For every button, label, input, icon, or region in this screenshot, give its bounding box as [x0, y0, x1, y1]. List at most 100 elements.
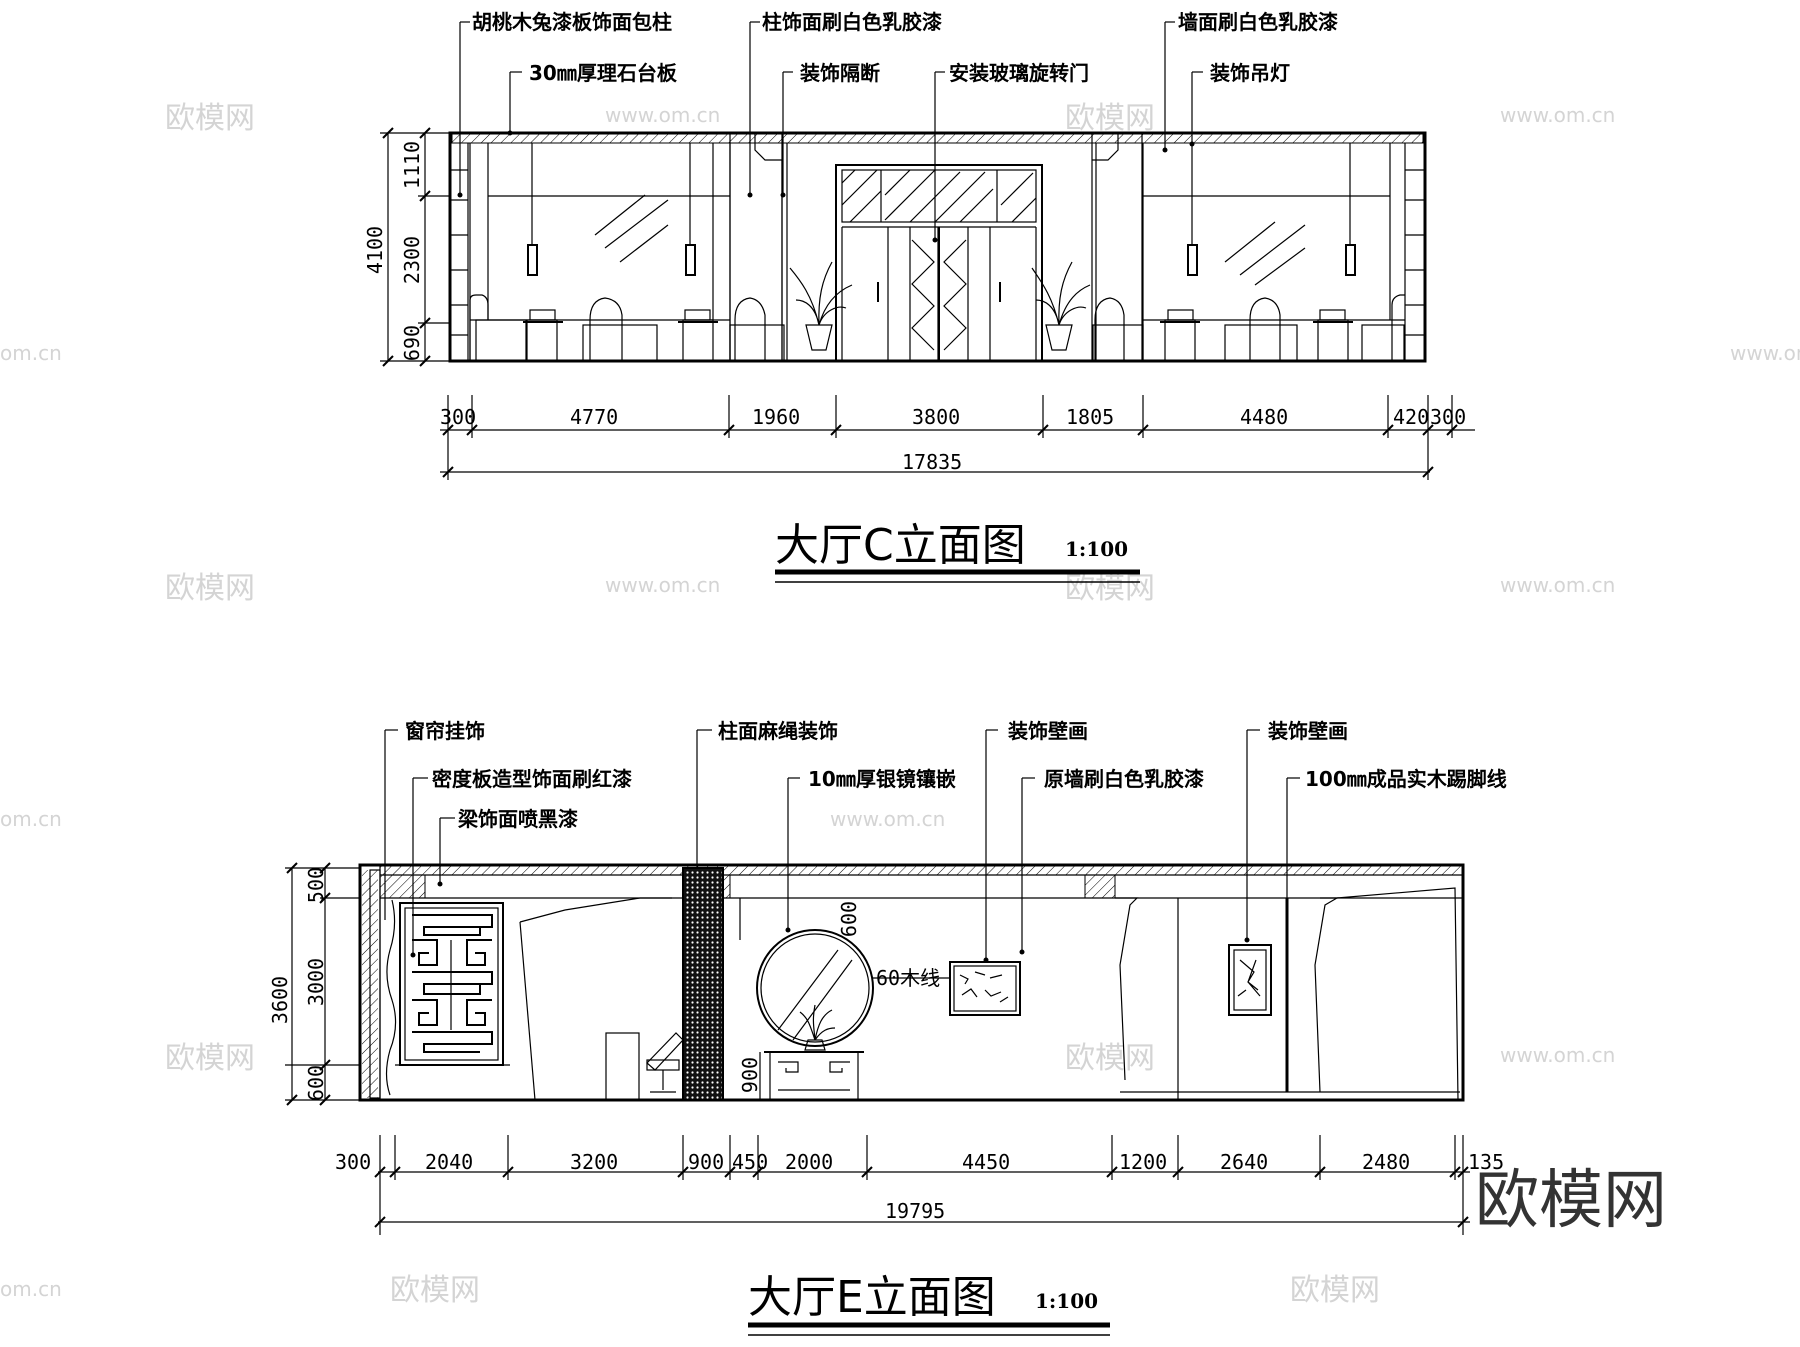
watermark-brand: 欧模网	[1065, 101, 1155, 136]
dim-e-total-height: 3600	[268, 976, 292, 1024]
booth-seating-left	[469, 294, 785, 362]
watermark-url: www.om.cn	[830, 807, 945, 831]
dim-e-table: 900	[738, 1057, 762, 1093]
watermark-url: www.om.cn	[1500, 1043, 1615, 1067]
ceiling-slab-c	[451, 132, 1424, 144]
sloped-panel	[1314, 897, 1340, 1093]
pendant-light-icon	[1345, 143, 1356, 276]
watermark-brand: 欧模网	[1290, 1273, 1380, 1308]
walnut-column-right	[1404, 143, 1425, 361]
mural-left	[949, 961, 1021, 1016]
watermark-brand: 欧模网	[1065, 1041, 1155, 1076]
dim-e-h: 2480	[1362, 1150, 1410, 1174]
annotation-mural: 装饰壁画	[1007, 719, 1088, 743]
revolving-glass-door	[835, 164, 1043, 362]
dim-e-wall: 3000	[304, 958, 328, 1006]
annotation-silver-mirror: 10㎜厚银镜镶嵌	[808, 767, 956, 791]
beam-hatch	[1084, 874, 1116, 899]
dim-e-h: 450	[732, 1150, 768, 1174]
annotation-beam-black: 梁饰面喷黑漆	[457, 807, 578, 831]
pendant-light-icon	[1187, 143, 1198, 276]
dim-c-h: 300	[1430, 405, 1466, 429]
annotation-wall-white: 原墙刷白色乳胶漆	[1044, 767, 1204, 791]
watermark-brand: 欧模网	[165, 1041, 255, 1076]
dim-e-h: 2040	[425, 1150, 473, 1174]
annotation-marble-counter: 30㎜厚理石台板	[529, 61, 678, 85]
column-partition-right	[1091, 132, 1143, 362]
round-mirror	[756, 929, 874, 1047]
watermark-url: www.om.cn	[605, 103, 720, 127]
brand-logo: 欧模网	[1475, 1164, 1667, 1238]
annotation-walnut-column: 胡桃木兔漆板饰面包柱	[472, 10, 672, 34]
dim-e-h: 135	[1468, 1150, 1504, 1174]
annotation-rope-column: 柱面麻绳装饰	[718, 719, 838, 743]
watermark-url: www.om.cn	[1500, 573, 1615, 597]
elevation-c: 胡桃木兔漆板饰面包柱 30㎜厚理石台板 柱饰面刷白色乳胶漆 装饰隔断 安装玻璃旋…	[363, 10, 1475, 583]
ceiling-slab-e	[379, 864, 1464, 876]
mural-right	[1228, 944, 1272, 1016]
dim-e-total: 19795	[885, 1199, 945, 1223]
dim-e-h: 2640	[1220, 1150, 1268, 1174]
vertical-dims-c	[380, 127, 450, 367]
annotation-partition: 装饰隔断	[799, 61, 880, 85]
sloped-panel	[519, 897, 672, 923]
watermark-brand: 欧模网	[390, 1273, 480, 1308]
walnut-column-left	[450, 143, 469, 361]
annotation-pendant-light: 装饰吊灯	[1209, 61, 1290, 85]
dim-c-base: 690	[400, 325, 424, 361]
vertical-dims-e	[285, 862, 761, 1106]
watermark-url: om.cn	[0, 807, 62, 831]
dim-e-h: 1200	[1119, 1150, 1167, 1174]
drawing-e-title: 大厅E立面图	[748, 1272, 996, 1323]
dim-e-beam: 500	[304, 867, 328, 903]
watermark-url: om.cn	[0, 1277, 62, 1301]
dim-c-total-height: 4100	[363, 226, 387, 274]
beam-hatch	[379, 874, 426, 899]
dim-c-total: 17835	[902, 450, 962, 474]
annotation-column-paint: 柱饰面刷白色乳胶漆	[762, 10, 942, 34]
dim-e-h: 3200	[570, 1150, 618, 1174]
dim-e-mirror-top: 600	[837, 901, 861, 937]
dim-c-h: 1960	[752, 405, 800, 429]
annotation-revolving-door: 安装玻璃旋转门	[949, 61, 1089, 85]
dim-e-h: 900	[688, 1150, 724, 1174]
horizontal-dims-c	[440, 395, 1475, 480]
elevation-e: 窗帘挂饰 密度板造型饰面刷红漆 梁饰面喷黑漆 柱面麻绳装饰 10㎜厚银镜镶嵌 装…	[268, 719, 1507, 1336]
dim-c-h: 3800	[912, 405, 960, 429]
dim-c-h: 300	[440, 405, 476, 429]
annotation-skirting: 100㎜成品实木踢脚线	[1305, 767, 1507, 791]
dim-e-h: 4450	[962, 1150, 1010, 1174]
drawing-c-title: 大厅C立面图	[775, 520, 1026, 571]
dim-e-h: 300	[335, 1150, 371, 1174]
console-table	[764, 1051, 864, 1101]
watermark-url: www.om.cn	[1730, 341, 1800, 365]
watermark-url: www.om.cn	[1500, 103, 1615, 127]
watermark-brand: 欧模网	[1065, 571, 1155, 606]
dim-c-h: 4770	[570, 405, 618, 429]
label-60-wood-trim: 60木线	[876, 966, 940, 990]
dim-c-window: 2300	[400, 236, 424, 284]
window-bay-right	[1142, 143, 1391, 361]
potted-plant-icon	[789, 261, 853, 351]
watermark-url: www.om.cn	[605, 573, 720, 597]
chair	[605, 1032, 684, 1101]
dim-c-h: 420	[1393, 405, 1429, 429]
dim-c-ceiling: 1110	[400, 141, 424, 189]
rope-column	[682, 867, 724, 1101]
watermark-brand: 欧模网	[165, 571, 255, 606]
curtain-ornament	[385, 899, 397, 1096]
annotation-mural-2: 装饰壁画	[1267, 719, 1348, 743]
annotation-mdf-red: 密度板造型饰面刷红漆	[432, 767, 632, 791]
annotation-wall-paint: 墙面刷白色乳胶漆	[1178, 10, 1338, 34]
dim-c-h: 4480	[1240, 405, 1288, 429]
pendant-light-icon	[685, 143, 696, 276]
drawing-e-scale: 1:100	[1035, 1289, 1098, 1313]
lattice-screen-icon	[399, 902, 504, 1066]
sloped-panel	[1115, 897, 1139, 1081]
pendant-light-icon	[527, 143, 538, 276]
table-lamp-icon	[799, 1004, 836, 1051]
annotation-curtain: 窗帘挂饰	[405, 719, 485, 743]
horizontal-dims-e	[374, 1135, 1470, 1235]
dim-c-h: 1805	[1066, 405, 1114, 429]
